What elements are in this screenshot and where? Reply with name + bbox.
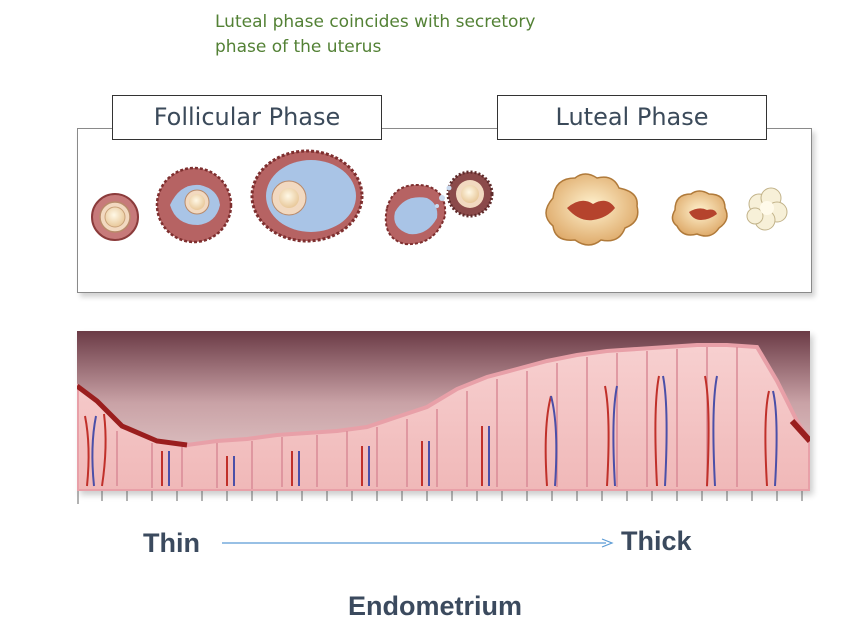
luteal-phase-label: Luteal Phase — [497, 95, 767, 140]
thick-label: Thick — [621, 526, 692, 556]
annotation-note: Luteal phase coincides with secretory ph… — [215, 12, 536, 57]
regressing-corpus-luteum-icon — [671, 190, 728, 237]
primary-follicle-icon — [91, 193, 139, 241]
endometrium-illustration — [75, 331, 813, 493]
thin-label: Thin — [143, 528, 200, 558]
ovulation-icon — [384, 170, 494, 246]
endometrium-panel — [75, 331, 813, 493]
scale-ruler — [77, 491, 803, 504]
ovarian-cycle-illustration — [91, 149, 788, 246]
thickness-arrow — [222, 538, 614, 548]
secondary-follicle-icon — [155, 166, 233, 244]
endometrium-title: Endometrium — [348, 591, 523, 621]
antral-follicle-icon — [250, 149, 364, 243]
follicular-phase-label: Follicular Phase — [112, 95, 382, 140]
veins — [91, 375, 778, 487]
corpus-luteum-icon — [545, 173, 639, 246]
corpus-albicans-icon — [746, 187, 788, 231]
arteries — [84, 375, 770, 487]
